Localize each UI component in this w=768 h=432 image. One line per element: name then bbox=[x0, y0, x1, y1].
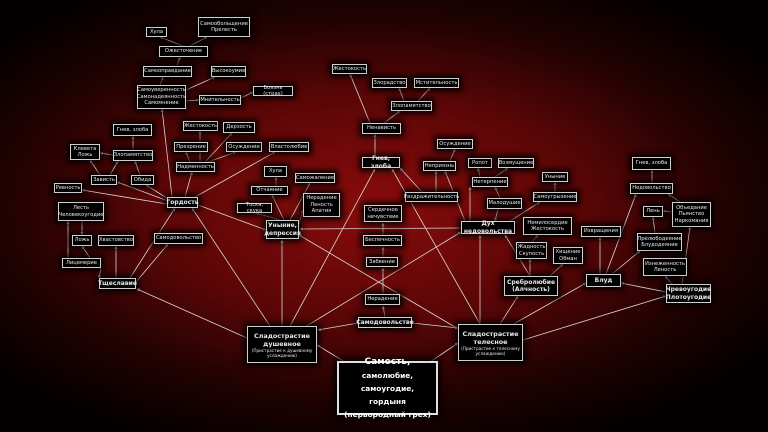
node-hula-2: Хула bbox=[264, 166, 287, 177]
node-obida: Обида bbox=[131, 175, 154, 185]
node-ozhestochenie: Ожесточение bbox=[159, 46, 208, 57]
node-lozh: Ложь bbox=[72, 235, 92, 246]
node-nadmennost: Надменность bbox=[176, 162, 215, 172]
node-neradenie-mid: Нерадение bbox=[365, 294, 400, 305]
node-nenavist: Ненависть bbox=[362, 123, 401, 134]
root-line-2: самолюбие, самоугодие, bbox=[360, 371, 415, 393]
node-duh-nedovolstva: Дух недовольства bbox=[461, 220, 515, 235]
node-mstitelnost: Мстительность bbox=[414, 78, 459, 88]
node-derzost: Дерзость bbox=[223, 122, 255, 133]
node-zlopamyatstvo-left: Злопамятство bbox=[113, 150, 153, 161]
node-razdrazhitelnost: Раздражительность bbox=[404, 192, 459, 202]
node-tshcheslavie: Тщеславие bbox=[98, 278, 137, 289]
node-prezrenie: Презрение bbox=[174, 142, 208, 152]
node-licemerie: Лицемерие bbox=[62, 258, 101, 268]
node-blud: Блуд bbox=[586, 274, 621, 287]
node-samoopravdanie: Самооправдание bbox=[143, 66, 192, 77]
node-gnev-mid: Гнев, злоба bbox=[362, 155, 400, 170]
node-otchayanie: Отчаяние bbox=[251, 186, 288, 195]
root-line-1: Самость, bbox=[364, 357, 411, 367]
node-sladostrastie-telesnoe: Сладострастие телесное (Пристрастие к те… bbox=[458, 324, 523, 361]
root-line-4: (первородный грех) bbox=[344, 410, 431, 419]
node-samouverennost: Самоуверенность Самонадеянность Самомнен… bbox=[137, 85, 186, 109]
node-samozhalenie: Саможаление bbox=[295, 173, 335, 183]
node-bespechnost: Беспечность bbox=[363, 235, 402, 246]
node-chrevougodie: Чревоугодие Плотоугодие bbox=[666, 284, 711, 303]
node-srebrolubie: Сребролюбие (Алчность) bbox=[504, 276, 558, 296]
node-zlopamyatstvo-mid: Злопамятство bbox=[391, 101, 432, 111]
node-obedanie: Объедание Пьянство Наркомания bbox=[672, 202, 711, 227]
node-mnitelnost: Мнительность bbox=[199, 95, 241, 105]
node-iznezhennost: Изнеженность Леность bbox=[643, 258, 687, 276]
node-zavist: Зависть bbox=[91, 175, 117, 185]
node-ropot: Ропот bbox=[468, 158, 492, 168]
node-boyazn: Боязнь (страх) bbox=[253, 85, 293, 97]
node-hishchenie: Хищение Обман bbox=[553, 247, 583, 264]
node-zhestokost-top: Жестокость bbox=[332, 64, 367, 74]
node-sladostrastie-dushevnoe: Сладострастие душевное (Пристрастие к ду… bbox=[247, 326, 317, 363]
node-zabvenie: Забвение bbox=[366, 257, 398, 267]
node-osuzhdenie-left: Осуждение bbox=[226, 142, 262, 152]
node-hula: Хула bbox=[146, 27, 167, 37]
node-toska: Тоска, скука bbox=[237, 202, 272, 214]
node-malodushie: Малодушие bbox=[487, 198, 522, 209]
node-gnev-right: Гнев, злоба bbox=[632, 157, 671, 170]
node-samougryzenie: Самоугрызение bbox=[533, 192, 577, 202]
telesnoe-subtitle: (Пристрастие к телесному услаждению) bbox=[461, 345, 520, 356]
node-revnost: Ревность bbox=[54, 183, 82, 193]
node-vysokoumie: Высокоумие bbox=[211, 66, 246, 77]
node-neterpenie: Нетерпение bbox=[472, 177, 508, 187]
node-samodovolstvo-center: Самодовольство bbox=[356, 317, 414, 328]
node-zhadnost: Жадность Скупость bbox=[516, 242, 547, 259]
node-samoobolshenie: Самообольщение Прелесть bbox=[198, 17, 250, 37]
node-prelubodeyanie: Прелюбодеяние Блудодеяние bbox=[637, 233, 682, 251]
node-len: Лень bbox=[643, 206, 663, 217]
dushevnoe-subtitle: (Пристрастие к душевному услаждению) bbox=[251, 347, 313, 358]
node-vozmushchenie: Возмущение bbox=[498, 158, 534, 168]
node-serdechnoe: Сердечное нечувствие bbox=[364, 205, 402, 222]
node-nepriyazn: Неприязнь bbox=[423, 161, 456, 171]
node-gordost: Гордость bbox=[166, 197, 199, 208]
node-zhestokost-left: Жестокость bbox=[183, 121, 218, 131]
node-lest: Лесть Человекоугодие bbox=[58, 202, 104, 221]
node-root-samost: Самость, самолюбие, самоугодие, гордыня … bbox=[337, 357, 438, 419]
node-hvastovstvo: Хвастовство bbox=[98, 235, 134, 246]
node-unynie-small: Уныние bbox=[542, 172, 568, 182]
root-line-3: гордыня bbox=[369, 397, 406, 406]
dushevnoe-title: Сладострастие душевное bbox=[254, 331, 310, 348]
node-zloradstvo: Злорадство bbox=[372, 78, 407, 88]
node-unynie: Уныние, депрессия bbox=[264, 220, 301, 239]
node-izvrashcheniya: Извращения bbox=[581, 226, 621, 237]
telesnoe-title: Сладострастие телесное bbox=[462, 329, 519, 346]
node-neradenie-lenost: Нерадение Леность Апатия bbox=[303, 193, 340, 217]
node-nemiloserdie: Немилосердие Жестокость bbox=[523, 217, 572, 235]
node-gnev-left: Гнев, злоба bbox=[113, 124, 152, 136]
node-samodovolstvo-left: Самодовольство bbox=[154, 233, 203, 244]
node-kleveta: Клевета Ложь bbox=[70, 144, 100, 160]
node-nedovolstvo: Недовольство bbox=[630, 183, 673, 194]
node-osuzhdenie-mid: Осуждение bbox=[437, 139, 473, 149]
node-vlastolubie: Властолюбие bbox=[269, 142, 309, 152]
